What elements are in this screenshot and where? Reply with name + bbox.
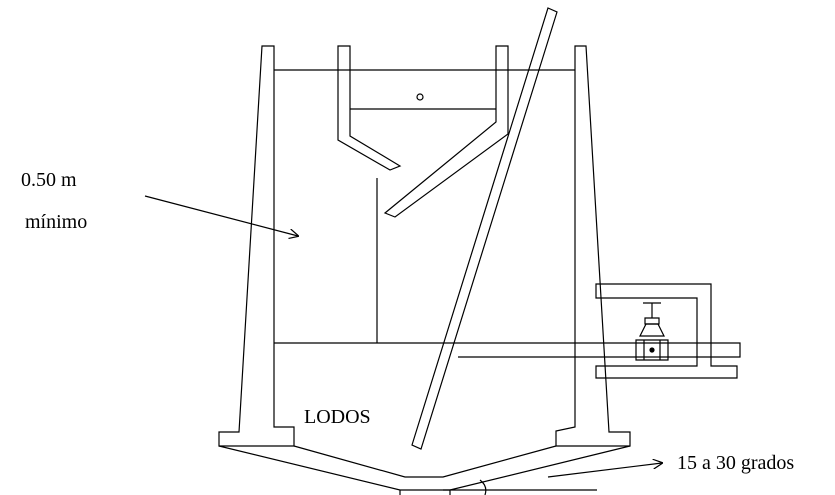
slope-angle-arc xyxy=(479,479,487,495)
sludge-pipe xyxy=(454,342,741,358)
right-wall xyxy=(555,45,631,447)
hopper-outer xyxy=(218,445,631,491)
baffle-hole xyxy=(416,93,424,101)
depth-arrow xyxy=(144,195,298,236)
gate-valve xyxy=(635,302,669,361)
valve-frame xyxy=(595,283,738,379)
hopper-inner xyxy=(293,445,557,478)
depth-value-label: 0.50 m xyxy=(21,169,77,191)
left-wall xyxy=(218,45,295,447)
inclined-pipe xyxy=(411,7,558,450)
inlet-baffle-right xyxy=(383,45,509,218)
drain-outlet xyxy=(399,489,597,495)
sludge-label: LODOS xyxy=(304,406,371,428)
depth-qualifier-label: mínimo xyxy=(25,211,87,233)
slope-arrow xyxy=(547,463,662,478)
inlet-baffle xyxy=(337,45,402,171)
slope-label: 15 a 30 grados xyxy=(677,452,794,474)
